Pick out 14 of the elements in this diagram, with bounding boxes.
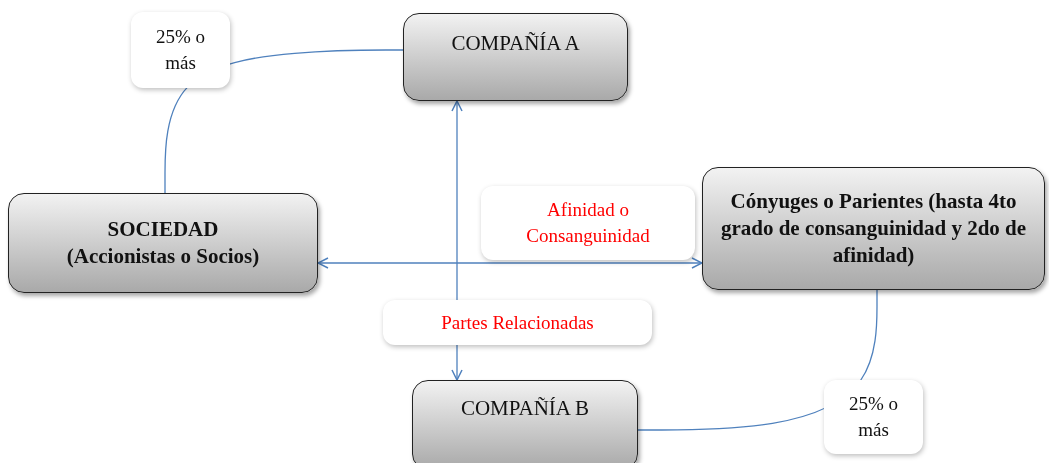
node-text: COMPAÑÍA A (451, 30, 580, 57)
node-text: (Accionistas o Socios) (66, 243, 260, 270)
process-box (702, 167, 1045, 290)
node-text: Cónyuges o Parientes (hasta 4to grado de consanguinidad y 2do de afinidad) (719, 187, 1028, 270)
arrow (317, 257, 703, 269)
process-box (412, 380, 638, 463)
edge-label: 25% o más (824, 380, 923, 454)
edge-label: Partes Relacionadas (383, 300, 652, 345)
node-text: COMPAÑÍA B (460, 395, 590, 422)
process-box (403, 13, 628, 101)
process-box (8, 193, 318, 293)
edge-label: 25% o más (131, 12, 230, 88)
edge-label: Afinidad o Consanguinidad (481, 186, 695, 260)
node-text: SOCIEDAD (107, 215, 219, 243)
